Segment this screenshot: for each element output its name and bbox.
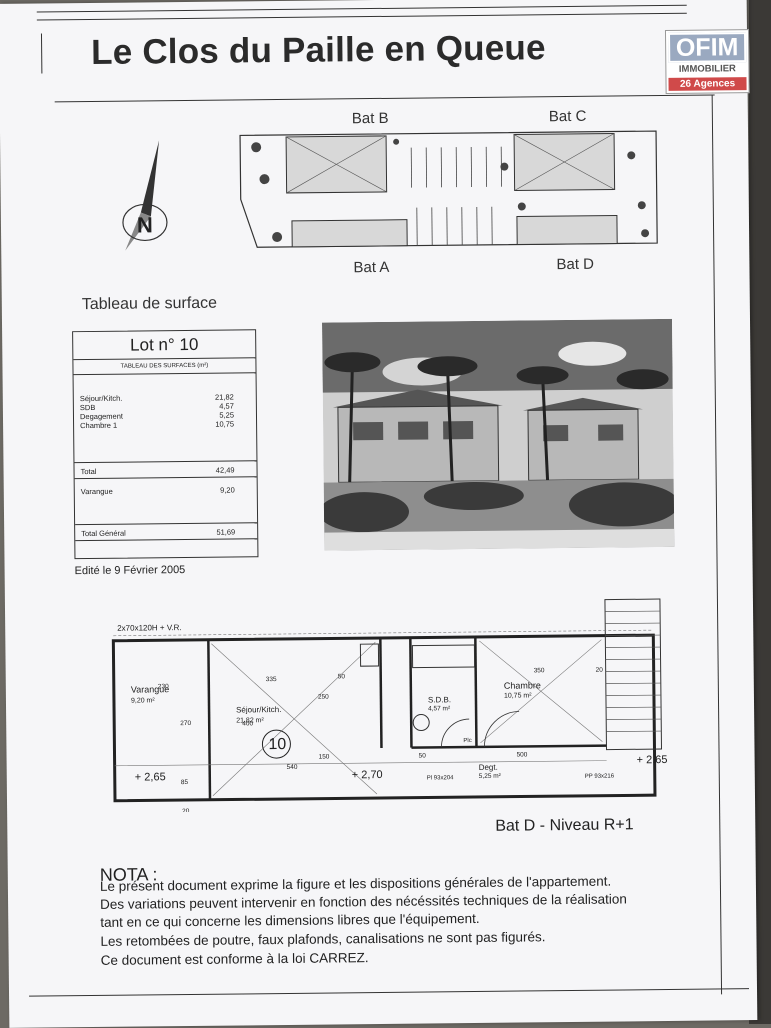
bottom-border-line xyxy=(29,988,749,997)
surface-heading: Tableau de surface xyxy=(82,295,217,314)
dim-label: 350 xyxy=(534,667,545,674)
nota-line: Les retombées de poutre, faux plafonds, … xyxy=(100,929,545,949)
top-border-line xyxy=(37,5,687,13)
label-bat-d: Bat D xyxy=(556,256,594,273)
level-sejour: + 2,70 xyxy=(352,769,383,781)
dim-label: 150 xyxy=(319,754,330,761)
dim-label: 335 xyxy=(266,676,277,683)
title-underline xyxy=(55,94,715,102)
dim-label: 500 xyxy=(517,751,528,758)
site-plan xyxy=(236,125,665,255)
compass-north-label: N xyxy=(137,212,153,237)
floor-plan: 2x70x120H + V.R. Varangue 9,20 m² Séjour… xyxy=(105,595,677,813)
dim-label: 50 xyxy=(419,753,427,760)
nota-line: tant en ce qui concerne les dimensions l… xyxy=(100,911,479,930)
door-label: PP 93x216 xyxy=(585,774,615,780)
level-varangue: + 2,65 xyxy=(135,771,166,783)
door-label: Plc xyxy=(463,738,471,744)
ofim-logo: OFIM IMMOBILIER 26 Agences xyxy=(665,29,750,94)
room-degt-area: 5,25 m² xyxy=(479,773,502,780)
room-degt: Degt. xyxy=(479,763,498,772)
dim-label: 20 xyxy=(182,808,190,813)
dim-label: 85 xyxy=(181,779,189,786)
logo-sub: IMMOBILIER xyxy=(668,63,746,75)
right-border-line xyxy=(712,94,722,994)
room-sdb: S.D.B. xyxy=(428,695,451,704)
level-landing: + 2,65 xyxy=(637,754,668,766)
room-varangue-area: 9,20 m² xyxy=(131,697,155,704)
room-chambre: Chambre xyxy=(504,680,541,690)
dim-label: 20 xyxy=(596,667,604,674)
floor-plan-caption: Bat D - Niveau R+1 xyxy=(495,816,633,835)
room-sejour: Séjour/Kitch. xyxy=(236,705,281,714)
room-chambre-area: 10,75 m² xyxy=(504,692,532,699)
door-label: Pl 93x204 xyxy=(427,775,454,781)
page-title: Le Clos du Paille en Queue xyxy=(91,28,546,73)
dim-label: 400 xyxy=(242,720,253,727)
logo-name: OFIM xyxy=(668,32,746,63)
left-mark xyxy=(41,33,42,73)
nota-line: Le présent document exprime la figure et… xyxy=(100,874,612,894)
compass: N xyxy=(104,140,175,256)
edit-date: Edité le 9 Février 2005 xyxy=(75,564,186,577)
lot-number-marker: 10 xyxy=(268,736,286,753)
nota-line: Des variations peuvent intervenir en fon… xyxy=(100,891,627,912)
lot-subtitle: TABLEAU DES SURFACES (m²) xyxy=(73,358,255,375)
dim-label: 50 xyxy=(338,673,346,680)
room-sdb-area: 4,57 m² xyxy=(428,705,451,712)
nota-line: Ce document est conforme à la loi CARREZ… xyxy=(101,950,369,968)
dim-label: 230 xyxy=(158,683,169,690)
dim-label: 270 xyxy=(180,720,191,727)
lot-title: Lot n° 10 xyxy=(73,330,255,360)
lot-surface-table: Lot n° 10 TABLEAU DES SURFACES (m²) Séjo… xyxy=(72,329,258,559)
label-bat-c: Bat C xyxy=(549,108,587,125)
label-bat-b: Bat B xyxy=(352,110,389,127)
fp-top-note: 2x70x120H + V.R. xyxy=(117,623,182,633)
top-border-line-2 xyxy=(37,13,687,21)
dim-label: 540 xyxy=(287,764,298,771)
dim-label: 250 xyxy=(318,694,329,701)
logo-agencies: 26 Agences xyxy=(668,77,746,91)
building-illustration xyxy=(322,319,674,551)
label-bat-a: Bat A xyxy=(353,259,389,276)
